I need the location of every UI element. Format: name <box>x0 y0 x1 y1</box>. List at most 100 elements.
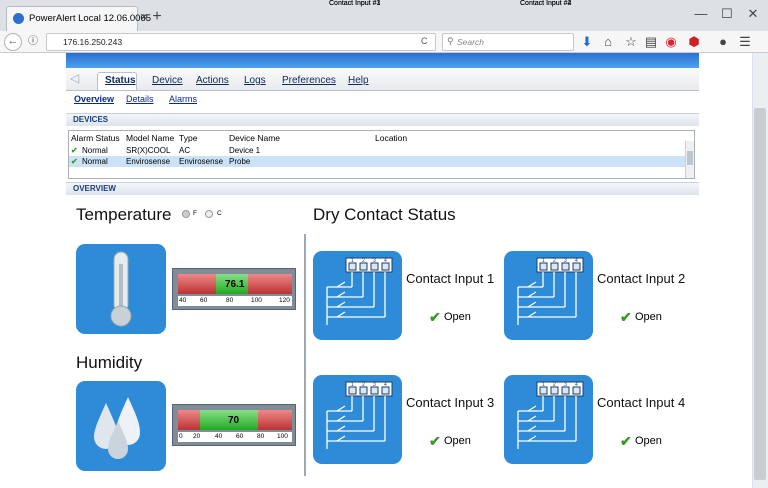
home-icon[interactable]: ⌂ <box>604 34 612 49</box>
tick-label: 40 <box>215 433 223 440</box>
tick-label: 60 <box>236 433 244 440</box>
subtab-overview[interactable]: Overview <box>74 94 115 104</box>
col-alarm-status[interactable]: Alarm Status <box>71 133 120 143</box>
tab-status-active[interactable] <box>97 72 137 90</box>
search-placeholder: Search <box>457 37 484 47</box>
contact-caption: Contact Input #2 <box>520 0 572 7</box>
contact-pin-label: 4 <box>575 258 578 264</box>
radio-f[interactable] <box>182 210 190 218</box>
tick-label: 80 <box>226 297 234 304</box>
contact-label: Contact Input 2 <box>597 271 686 286</box>
adblock-icon[interactable]: ⬢ <box>688 34 700 49</box>
contact-status: Open <box>635 311 662 323</box>
info-icon[interactable]: ⓘ <box>28 36 38 47</box>
back-button[interactable]: ← <box>4 33 22 51</box>
url-text: 176.16.250.243 <box>63 37 123 47</box>
window-maximize-button[interactable]: ☐ <box>721 6 733 21</box>
scrollbar-thumb[interactable] <box>754 108 766 480</box>
row-name: Device 1 <box>229 146 261 155</box>
row-name: Probe <box>229 157 251 166</box>
check-icon: ✔ <box>71 146 78 155</box>
check-icon: ✔ <box>429 433 441 449</box>
tab-device[interactable]: Device <box>152 75 183 86</box>
search-input[interactable]: ⚲ Search <box>442 33 574 51</box>
tick-label: 60 <box>200 297 208 304</box>
devices-heading: DEVICES <box>66 113 699 126</box>
new-tab-button[interactable]: + <box>152 8 162 25</box>
tab-logs[interactable]: Logs <box>244 75 266 86</box>
table-row[interactable]: ✔ Normal Envirosense Envirosense Probe <box>69 156 686 167</box>
back-arrow-icon[interactable]: ◁ <box>70 71 80 85</box>
search-icon: ⚲ <box>447 36 454 46</box>
download-icon[interactable]: ⬇ <box>581 34 593 49</box>
window-minimize-button[interactable]: — <box>694 6 708 21</box>
table-scrollbar[interactable] <box>685 141 694 178</box>
chat-icon[interactable]: ● <box>719 34 727 49</box>
row-type: Envirosense <box>179 157 224 166</box>
tab-preferences[interactable]: Preferences <box>282 75 336 86</box>
window-close-button[interactable]: ✕ <box>747 6 759 21</box>
humidity-gauge: 70 0 20 40 60 80 100 <box>172 404 296 446</box>
contact-pin-label: 3 <box>373 382 376 388</box>
col-location[interactable]: Location <box>375 133 408 143</box>
reading-list-icon[interactable]: ▤ <box>644 34 658 49</box>
row-model: Envirosense <box>126 157 171 166</box>
contact-caption: Contact Input #1 <box>329 0 381 7</box>
contact-pin-label: 1 <box>542 382 545 388</box>
contact-caption: Contact Input #4 <box>520 0 572 7</box>
subtab-details[interactable]: Details <box>126 94 154 104</box>
contact-pin-label: 3 <box>564 258 567 264</box>
check-icon: ✔ <box>620 433 632 449</box>
tab-actions[interactable]: Actions <box>196 75 229 86</box>
tick-label: 80 <box>257 433 265 440</box>
menu-icon[interactable]: ☰ <box>739 34 751 49</box>
reload-icon[interactable]: C <box>421 36 428 46</box>
col-device-name[interactable]: Device Name <box>229 133 281 143</box>
tab-close-icon[interactable]: × <box>140 9 148 24</box>
row-status: Normal <box>82 157 108 166</box>
bookmark-star-icon[interactable]: ☆ <box>625 34 637 49</box>
tick-label: 40 <box>179 297 187 304</box>
url-bar[interactable]: 176.16.250.243 C <box>46 33 436 51</box>
header-banner <box>66 53 699 68</box>
radio-c[interactable] <box>205 210 213 218</box>
table-row[interactable]: ✔ Normal SR(X)COOL AC Device 1 <box>69 145 686 156</box>
check-icon: ✔ <box>429 309 441 325</box>
tick-label: 100 <box>277 433 288 440</box>
row-status: Normal <box>82 146 108 155</box>
subtab-alarms[interactable]: Alarms <box>169 94 198 104</box>
contact-pin-label: 1 <box>351 382 354 388</box>
pocket-icon[interactable]: ◉ <box>665 34 677 49</box>
table-scroll-thumb[interactable] <box>687 151 693 165</box>
contact-pin-label: 1 <box>542 258 545 264</box>
temperature-title: Temperature <box>76 205 172 224</box>
tick-label: 20 <box>193 433 201 440</box>
browser-tab[interactable]: PowerAlert Local 12.06.0065 <box>6 6 151 31</box>
thermometer-panel <box>76 244 166 334</box>
contact-pin-label: 4 <box>384 258 387 264</box>
contact-pin-label: 4 <box>575 382 578 388</box>
contact-label: Contact Input 4 <box>597 395 686 410</box>
devices-table: Alarm Status Model Name Type Device Name… <box>68 130 695 179</box>
contact-pin-label: 4 <box>384 382 387 388</box>
tab-title: PowerAlert Local 12.06.0065 <box>29 13 151 24</box>
temperature-value: 76.1 <box>225 279 245 290</box>
tab-status[interactable]: Status <box>105 75 136 86</box>
thermometer-icon <box>110 251 132 327</box>
tab-help[interactable]: Help <box>348 75 369 86</box>
check-icon: ✔ <box>620 309 632 325</box>
contact-status: Open <box>635 435 662 447</box>
col-model-name[interactable]: Model Name <box>126 133 175 143</box>
contact-label: Contact Input 1 <box>406 271 495 286</box>
humidity-title: Humidity <box>76 353 143 372</box>
powerAlert-favicon-icon <box>13 13 24 24</box>
contact-pin-label: 2 <box>553 258 556 264</box>
water-drop-panel <box>76 381 166 471</box>
gauge-high-red <box>248 274 292 294</box>
tick-label: 100 <box>251 297 262 304</box>
col-type[interactable]: Type <box>179 133 198 143</box>
